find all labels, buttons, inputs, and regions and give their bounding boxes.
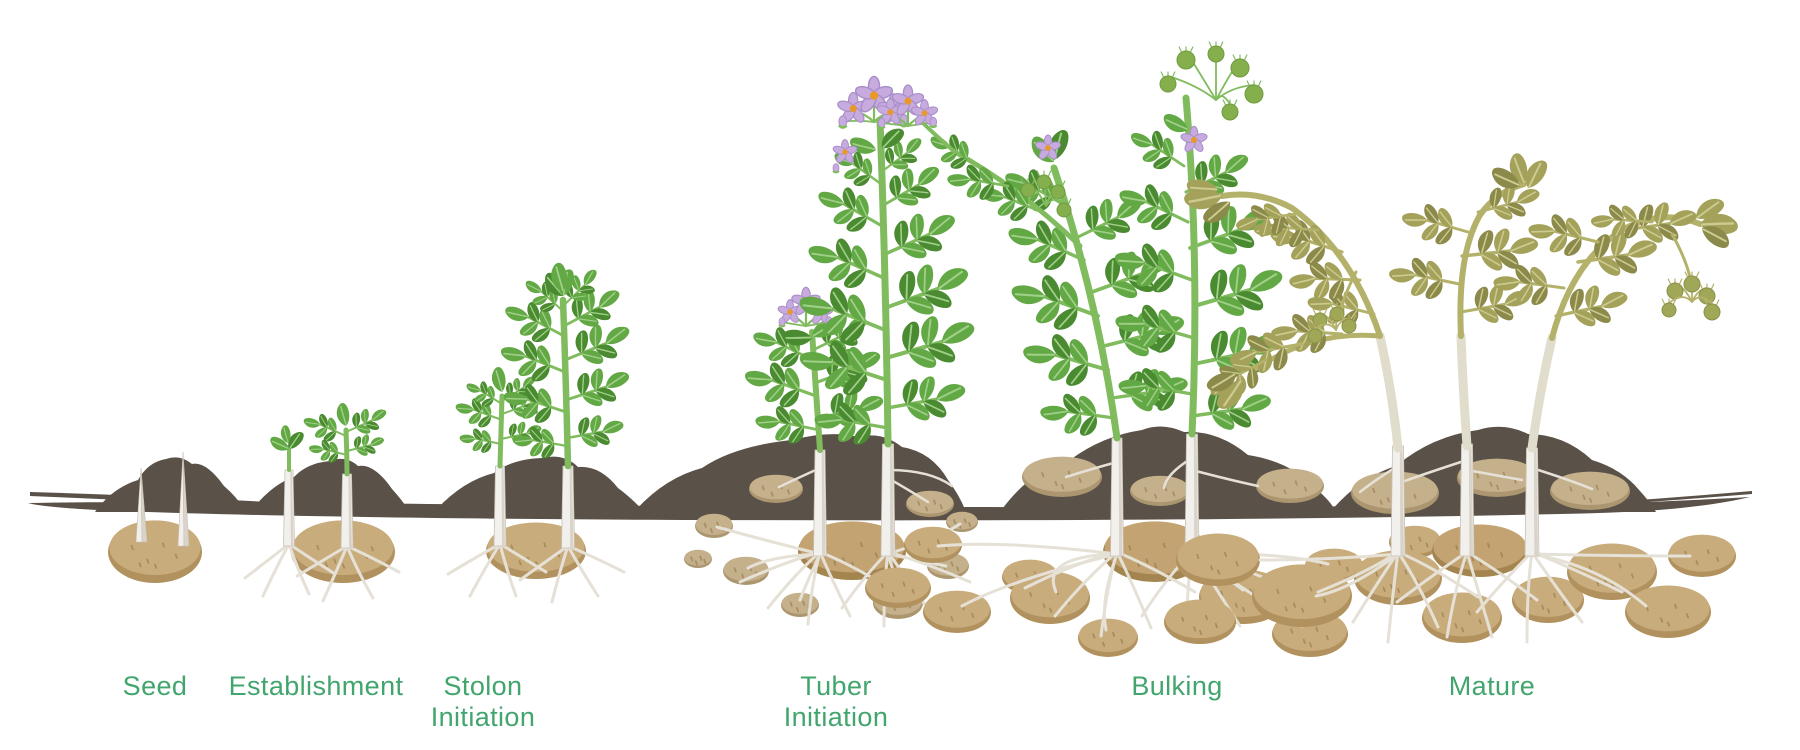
potato-tuber: [695, 513, 733, 538]
potato-tuber: [1022, 456, 1102, 497]
potato-tuber: [1512, 576, 1584, 623]
potato-tuber: [1256, 468, 1324, 503]
stage-label-seed: Seed: [122, 671, 188, 701]
stage-mature: [1164, 153, 1738, 644]
stage-bulking: [865, 41, 1363, 657]
potato-tuber: [1625, 585, 1711, 638]
potato-berry: [1341, 318, 1357, 334]
stage-label-tuber-initiation: Tuber Initiation: [783, 671, 889, 732]
potato-tuber: [684, 549, 712, 568]
soil-mound: [95, 457, 246, 512]
stage-label-bulking: Bulking: [1131, 671, 1223, 701]
potato-berry: [1312, 312, 1328, 328]
potato-berry: [1307, 328, 1323, 344]
potato-berry: [1050, 184, 1066, 200]
potato-tuber: [1252, 564, 1352, 627]
potato-flower: [832, 139, 858, 163]
potato-flower: [1180, 125, 1208, 152]
potato-berry: [1683, 275, 1701, 293]
potato-berry: [1207, 45, 1225, 63]
potato-berry: [1329, 306, 1345, 322]
stage-seed: [95, 451, 246, 583]
flower-bud: [778, 317, 786, 328]
potato-berry: [1230, 58, 1250, 78]
potato-berry: [1661, 302, 1677, 318]
stage-stolon-initiation: [434, 262, 644, 604]
potato-berry: [1056, 202, 1072, 218]
potato-tuber: [1164, 599, 1236, 644]
soil-mound: [250, 458, 410, 512]
potato-flower: [910, 99, 939, 126]
potato-flower: [1035, 134, 1061, 160]
flower-bud: [832, 163, 840, 174]
potato-tuber: [865, 567, 931, 608]
flower-bud: [929, 116, 938, 129]
potato-berry: [1244, 84, 1264, 104]
potato-berry: [1036, 174, 1052, 190]
stage-establishment: [243, 403, 410, 603]
soil-mound: [434, 456, 644, 512]
potato-tuber: [1668, 534, 1736, 577]
stage-tuber-initiation: [634, 75, 978, 628]
potato-tuber: [1130, 475, 1190, 506]
potato-berry: [1020, 182, 1036, 198]
potato-tuber: [1176, 533, 1260, 586]
potato-berry: [1176, 50, 1196, 70]
stage-label-stolon-initiation: Stolon Initiation: [430, 671, 536, 732]
stage-label-mature: Mature: [1448, 671, 1536, 701]
potato-berry: [1703, 303, 1721, 321]
potato-tuber: [1078, 618, 1138, 657]
potato-berry: [1159, 75, 1177, 93]
potato-flower: [891, 84, 925, 116]
potato-berry: [1221, 103, 1239, 121]
flower-bud: [837, 115, 848, 129]
potato-tuber: [906, 490, 954, 517]
flower-bud: [877, 117, 886, 130]
potato-tuber: [904, 526, 962, 563]
stage-label-establishment: Establishment: [228, 671, 404, 701]
